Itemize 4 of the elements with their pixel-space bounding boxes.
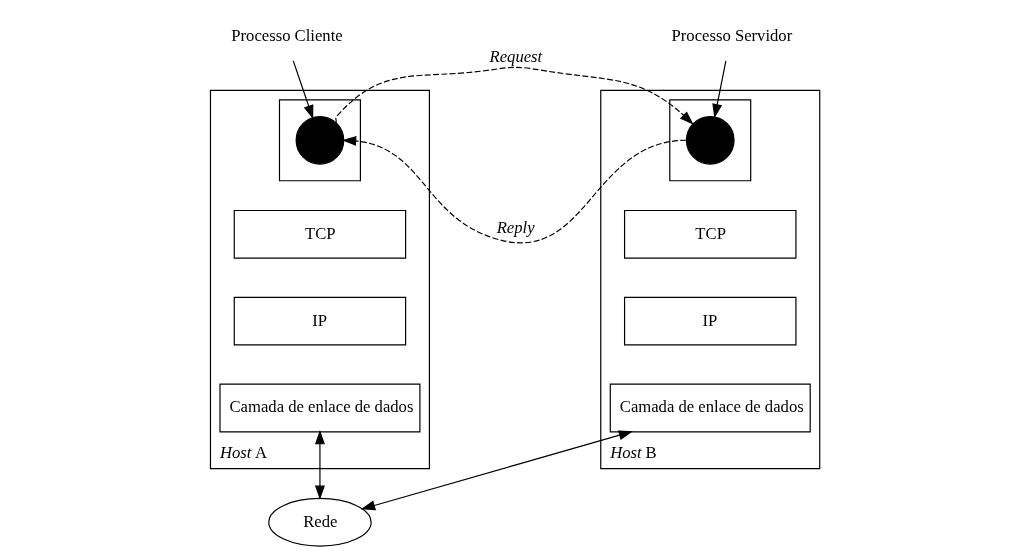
edge-label: Reply [496, 218, 535, 238]
node-text: Processo Cliente [230, 26, 343, 46]
edge-label: Request [489, 46, 542, 66]
node-text: Processo Servidor [671, 26, 792, 46]
